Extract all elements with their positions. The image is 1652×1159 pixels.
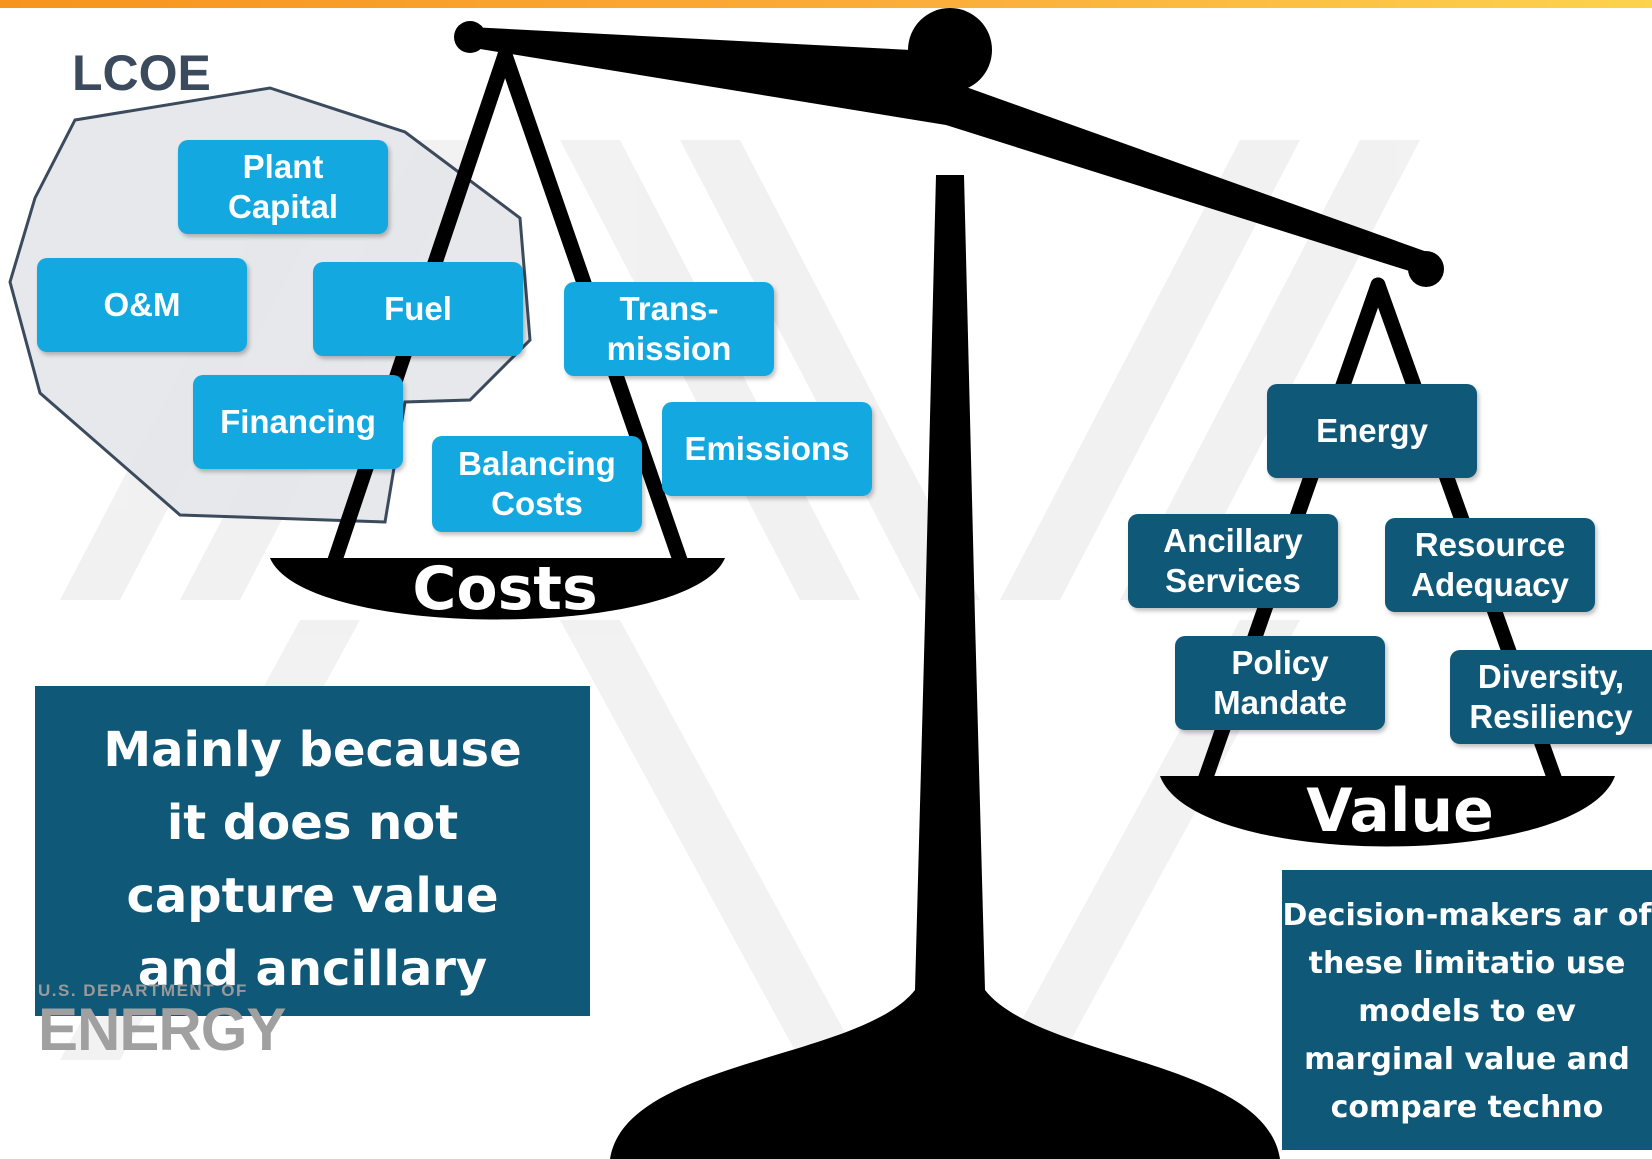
- decision-makers-note: Decision-makers ar of these limitatio us…: [1282, 870, 1652, 1150]
- diversity-resiliency-box: Diversity, Resiliency: [1450, 650, 1652, 744]
- right-pan: [1160, 776, 1615, 847]
- policy-mandate-box: Policy Mandate: [1175, 636, 1385, 730]
- top-accent-bar: [0, 0, 1652, 8]
- plant-capital-box: Plant Capital: [178, 140, 388, 234]
- left-pan: [270, 558, 725, 620]
- value-label: Value: [1306, 776, 1494, 846]
- doe-logo-wordmark: ENERGY: [38, 996, 286, 1063]
- costs-label: Costs: [412, 554, 598, 624]
- lcoe-title: LCOE: [72, 45, 211, 101]
- om-box: O&M: [37, 258, 247, 352]
- emissions-box: Emissions: [662, 402, 872, 496]
- resource-adequacy-box: Resource Adequacy: [1385, 518, 1595, 612]
- financing-box: Financing: [193, 375, 403, 469]
- scale-top-knob: [908, 8, 992, 92]
- doe-logo-line1: U.S. DEPARTMENT OF: [38, 981, 248, 1000]
- doe-logo: U.S. DEPARTMENT OF ENERGY: [38, 981, 286, 1063]
- transmission-box: Trans-mission: [564, 282, 774, 376]
- lcoe-limitation-note: Mainly because it does not capture value…: [35, 686, 590, 1070]
- left-beam-end: [454, 21, 486, 53]
- ancillary-services-box: Ancillary Services: [1128, 514, 1338, 608]
- scale-base: [610, 175, 1280, 1159]
- fuel-box: Fuel: [313, 262, 523, 356]
- energy-box: Energy: [1267, 384, 1477, 478]
- right-beam-end: [1408, 251, 1444, 287]
- balancing-costs-box: Balancing Costs: [432, 436, 642, 532]
